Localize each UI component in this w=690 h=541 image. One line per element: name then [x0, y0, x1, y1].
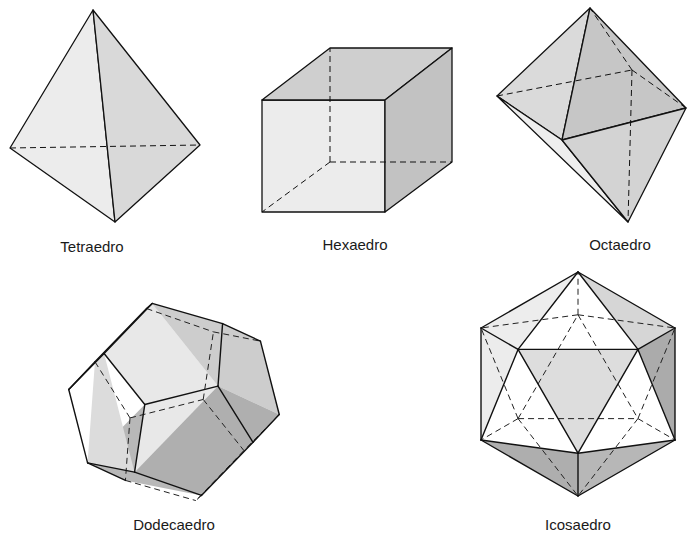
- visible-edge: [481, 440, 578, 496]
- visible-edge: [578, 272, 675, 328]
- polyhedron-name: Icosaedro: [542, 516, 614, 534]
- hidden-edge: [638, 419, 675, 440]
- tetrahedron-face: [93, 10, 200, 222]
- visible-edge: [480, 328, 481, 440]
- hidden-edge: [518, 419, 578, 496]
- polyhedron-name: Hexaedro: [319, 236, 390, 254]
- visible-edge: [481, 440, 578, 453]
- polyhedron-name: Tetraedro: [57, 238, 126, 256]
- visible-edge: [253, 415, 279, 443]
- hidden-edge: [628, 70, 632, 222]
- visible-edge: [578, 440, 675, 453]
- hidden-edge: [10, 145, 200, 148]
- icosahedron-face: [578, 440, 675, 496]
- visible-edge: [578, 440, 675, 496]
- visible-edge: [201, 442, 253, 495]
- hidden-edge: [130, 399, 203, 417]
- hidden-edge: [481, 328, 518, 419]
- visible-edge: [69, 389, 88, 462]
- octahedron-drawing: [497, 8, 686, 222]
- visible-edge: [578, 272, 638, 349]
- hidden-edge: [578, 315, 638, 419]
- hidden-edge: [203, 399, 244, 450]
- visible-edge: [481, 349, 518, 440]
- visible-edge: [518, 349, 638, 350]
- visible-edge: [152, 303, 222, 323]
- icosahedron-face: [578, 272, 675, 349]
- visible-edge: [577, 453, 578, 496]
- visible-edge: [638, 349, 675, 440]
- tetrahedron-drawing: [10, 10, 200, 222]
- visible-edge: [88, 463, 135, 472]
- hexahedron-drawing: [262, 48, 452, 212]
- hidden-edge: [578, 419, 638, 496]
- visible-edge: [518, 349, 578, 453]
- visible-edge: [674, 328, 675, 440]
- hidden-edge: [330, 162, 452, 163]
- dodecahedron-drawing: [69, 303, 280, 500]
- hidden-edge: [578, 315, 675, 328]
- visible-edge: [481, 328, 518, 349]
- hidden-edge: [481, 419, 518, 440]
- icosahedron-face: [481, 440, 578, 496]
- icosahedron-face: [578, 440, 675, 496]
- hidden-edge: [638, 328, 675, 419]
- hidden-edge: [590, 8, 632, 70]
- visible-edge: [218, 324, 223, 386]
- visible-edge: [135, 405, 145, 473]
- visible-edge: [104, 303, 152, 353]
- hidden-edge: [95, 362, 130, 418]
- polyhedron-name: Dodecaedro: [130, 516, 218, 534]
- visible-edge: [518, 272, 578, 349]
- visible-edge: [223, 324, 261, 342]
- visible-edge: [69, 353, 104, 389]
- hexahedron-face: [385, 48, 452, 212]
- dodecahedron-face: [135, 386, 280, 495]
- icosahedron-face: [481, 328, 518, 440]
- hidden-edge: [497, 70, 632, 96]
- hidden-edge: [632, 70, 686, 108]
- hidden-edge: [213, 332, 260, 341]
- visible-edge: [638, 328, 675, 349]
- visible-edge: [104, 353, 145, 404]
- hexahedron-face: [262, 100, 385, 212]
- hidden-edge: [518, 418, 638, 419]
- visible-edge: [481, 272, 578, 328]
- icosahedron-drawing: [481, 272, 675, 496]
- icosahedron-face: [518, 349, 638, 453]
- hidden-edge: [330, 48, 331, 162]
- hidden-edge: [518, 315, 578, 419]
- hidden-edge: [578, 272, 579, 315]
- octahedron-face: [562, 108, 686, 222]
- visible-edge: [578, 349, 638, 453]
- visible-edge: [218, 386, 253, 442]
- hidden-edge: [244, 415, 279, 451]
- icosahedron-face: [578, 272, 675, 349]
- polyhedron-name: Octaedro: [586, 236, 654, 254]
- visible-edge: [135, 472, 202, 495]
- hidden-edge: [481, 315, 578, 328]
- hidden-edge: [196, 495, 202, 500]
- hidden-edge: [262, 162, 330, 212]
- visible-edge: [88, 463, 126, 481]
- visible-edge: [260, 341, 279, 414]
- visible-edge: [145, 386, 218, 404]
